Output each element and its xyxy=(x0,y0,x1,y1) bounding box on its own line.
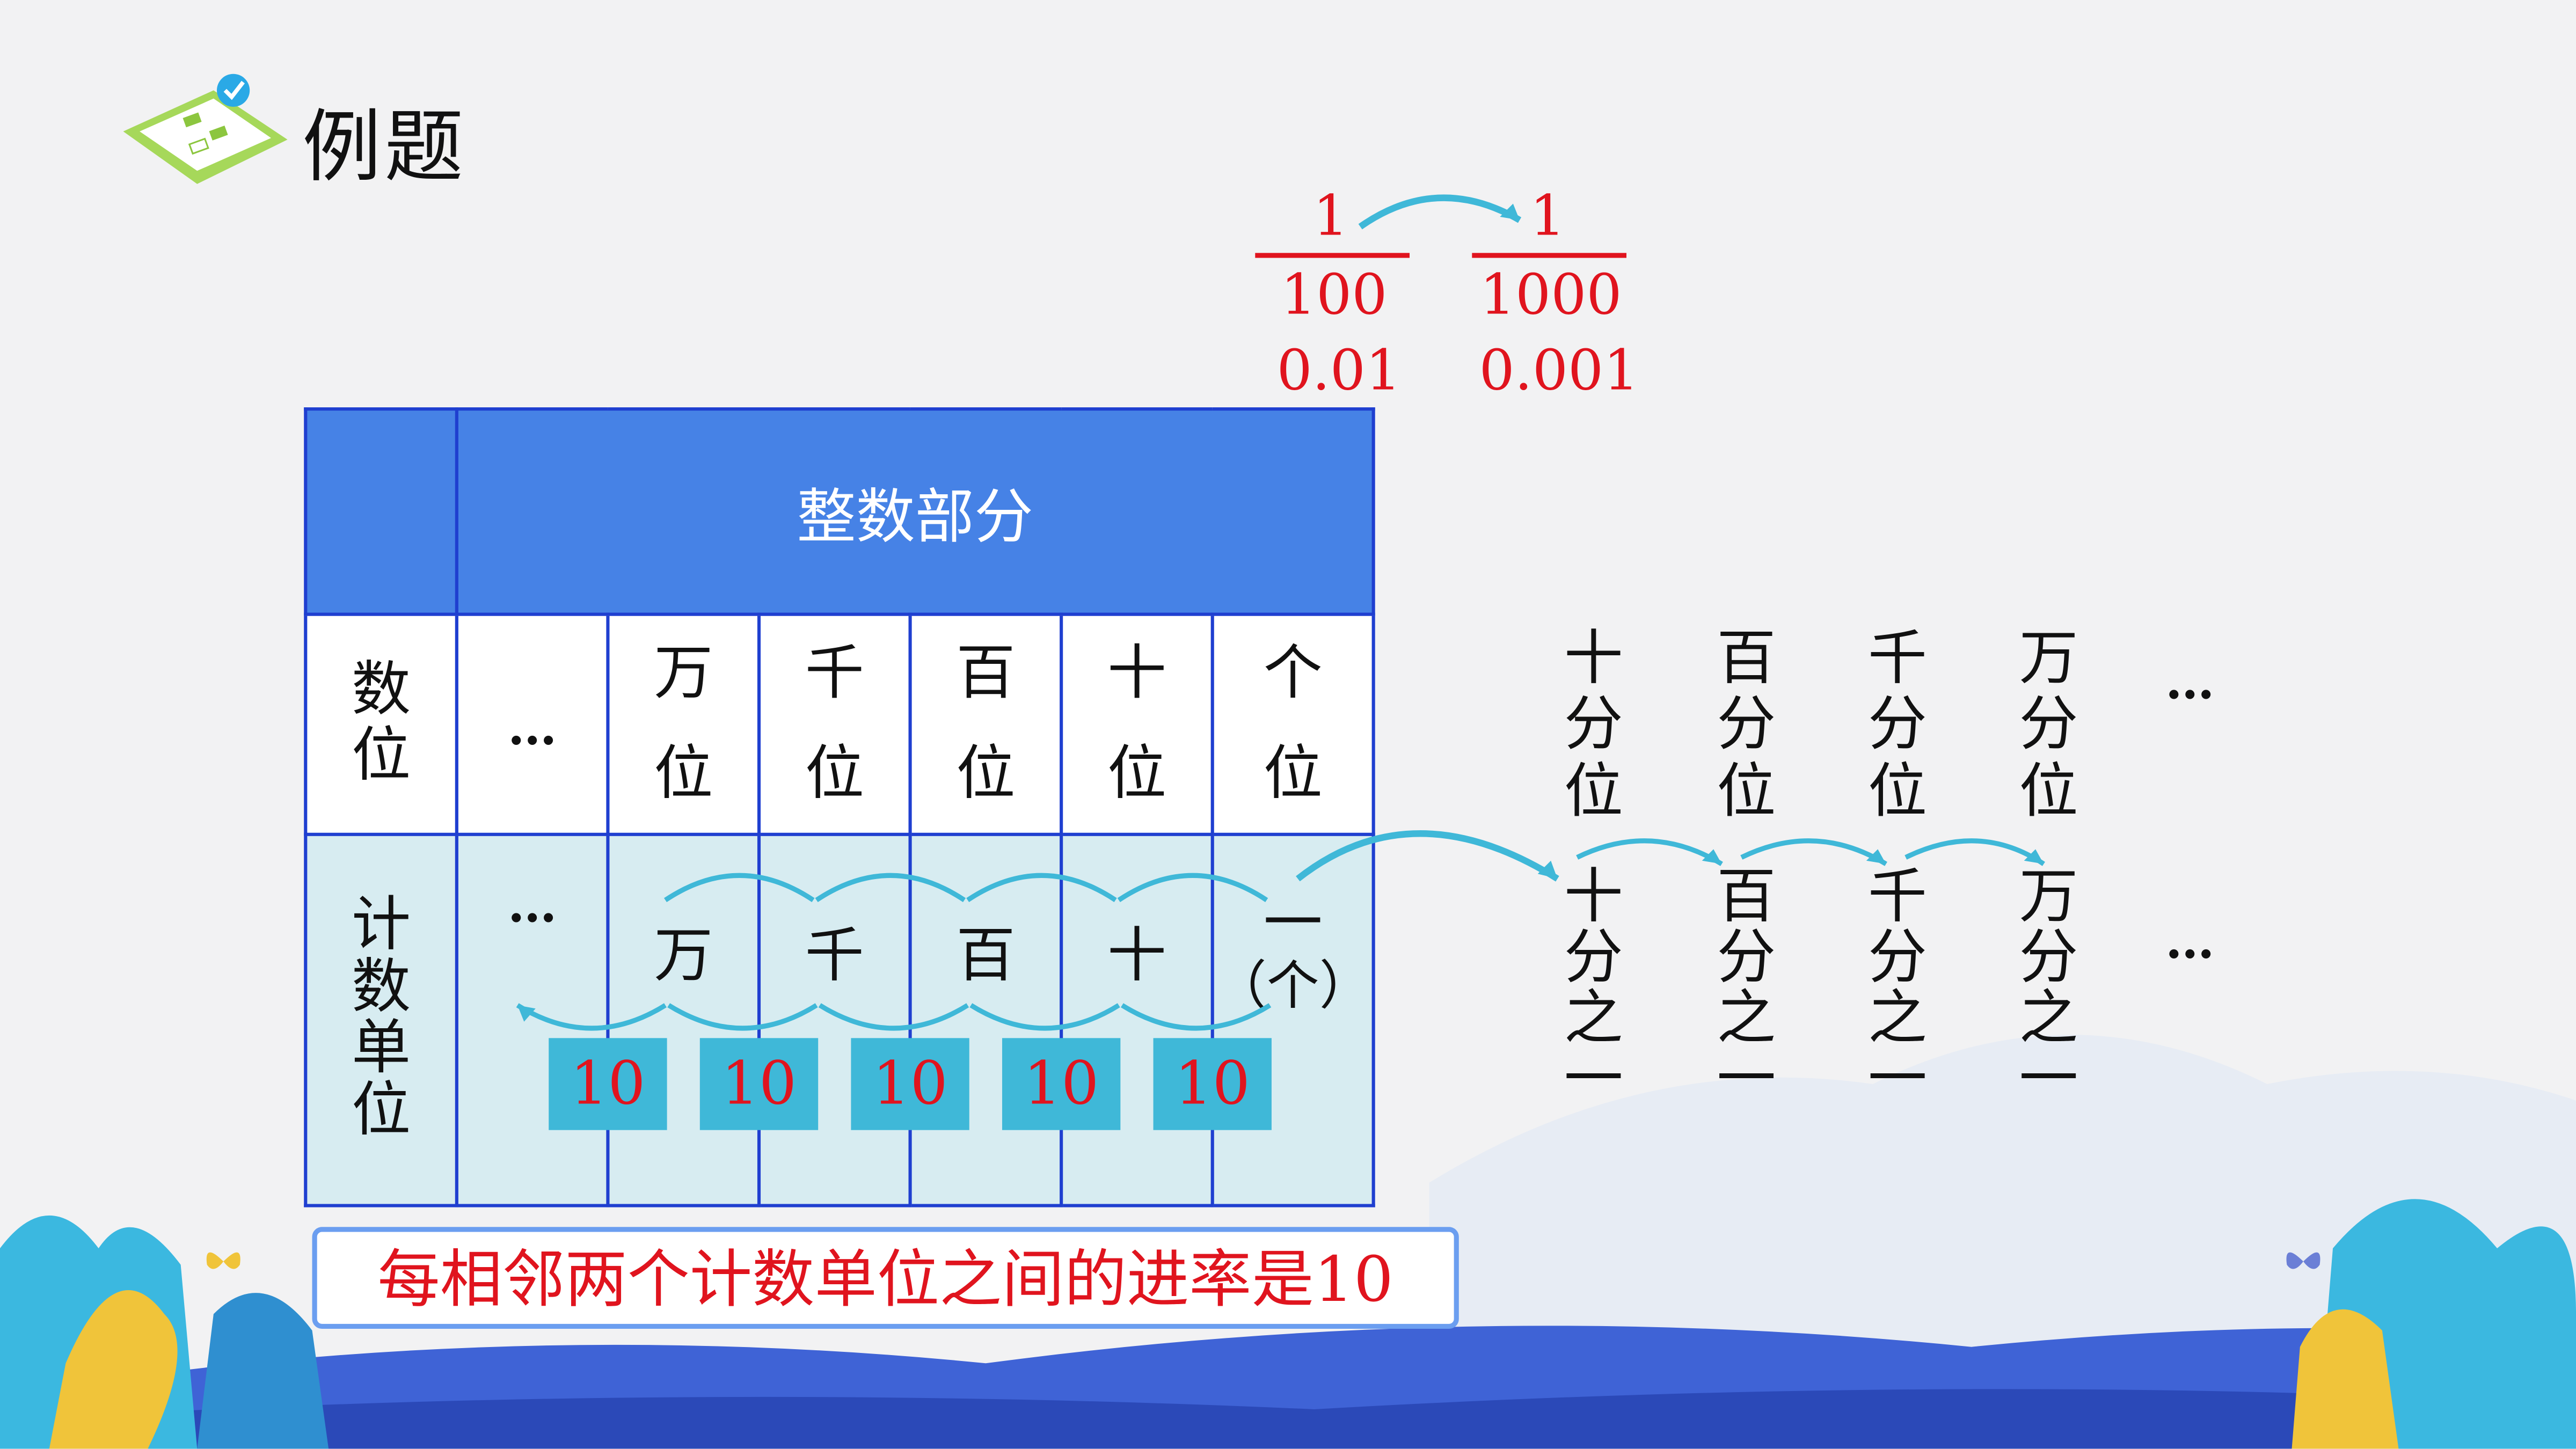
fraction-bar xyxy=(1472,253,1626,258)
place-label: 百位 xyxy=(956,640,1016,808)
worksheet-icon xyxy=(123,74,288,184)
decimal-unit: 千分之一 xyxy=(1867,863,1928,1114)
place-label: 万位 xyxy=(654,640,713,808)
decimal-place: 万分位 xyxy=(2019,626,2078,826)
rate-box: 10 xyxy=(549,1038,667,1130)
decimal-unit: 十分之一 xyxy=(1564,863,1623,1114)
unit-label: 万 xyxy=(654,923,713,991)
decimal-place: 千分位 xyxy=(1867,626,1928,826)
decimal-unit: 百分之一 xyxy=(1717,863,1776,1114)
summary-banner: 每相邻两个计数单位之间的进率是10 xyxy=(312,1227,1459,1329)
fraction-numerator: 1 xyxy=(1312,184,1349,250)
butterfly-icon xyxy=(2286,1252,2320,1269)
place-ellipsis: … xyxy=(455,612,610,836)
ellipsis-right-top: … xyxy=(2165,654,2216,712)
butterfly-icon xyxy=(206,1252,240,1269)
place-label: 个位 xyxy=(1263,640,1323,808)
decimal-value: 0.001 xyxy=(1479,338,1639,404)
ellipsis: … xyxy=(507,877,557,935)
unit-label: 十 xyxy=(1107,923,1167,991)
unit-label-sub: （个） xyxy=(1214,953,1372,1016)
fraction-bar xyxy=(1255,253,1410,258)
decimal-place: 百分位 xyxy=(1717,626,1776,826)
place-cell: 万位 xyxy=(606,612,761,836)
arrow-top xyxy=(1358,194,1522,230)
ellipsis: … xyxy=(507,699,557,757)
place-value-table: 整数部分 数位 … 万位 千位 百位 十位 个位 计数单位 … 万 千 百 十 … xyxy=(304,407,1375,1208)
place-label: 十位 xyxy=(1107,640,1167,808)
place-cell: 百位 xyxy=(908,612,1063,836)
rate-box: 10 xyxy=(699,1038,819,1130)
page-title: 例题 xyxy=(302,101,467,194)
unit-cell: 百 xyxy=(908,832,1063,1208)
unit-label: 一 xyxy=(1263,890,1323,958)
row-label-unit: 计数单位 xyxy=(304,832,458,1208)
row-label-text: 数位 xyxy=(351,657,411,790)
unit-label: 千 xyxy=(805,923,864,991)
row-label-text: 计数单位 xyxy=(351,891,411,1145)
decimal-unit: 万分之一 xyxy=(2019,863,2078,1114)
header-corner xyxy=(304,407,458,616)
decimal-value: 0.01 xyxy=(1276,338,1402,404)
place-cell: 千位 xyxy=(757,612,912,836)
place-cell: 十位 xyxy=(1060,612,1214,836)
decimal-place: 十分位 xyxy=(1564,626,1623,826)
unit-ellipsis: … xyxy=(455,832,610,1208)
unit-cell: 万 xyxy=(606,832,761,1208)
header-integer-part: 整数部分 xyxy=(455,407,1375,616)
unit-label: 百 xyxy=(956,923,1016,991)
rate-box: 10 xyxy=(1002,1038,1121,1130)
rate-box: 10 xyxy=(851,1038,969,1130)
ellipsis-right-bottom: … xyxy=(2165,913,2216,971)
rate-box: 10 xyxy=(1153,1038,1272,1130)
fraction-numerator: 1 xyxy=(1529,184,1566,250)
fraction-denominator: 1000 xyxy=(1479,262,1622,329)
place-cell: 个位 xyxy=(1210,612,1375,836)
place-label: 千位 xyxy=(805,640,864,808)
header-label: 整数部分 xyxy=(797,484,1034,551)
fraction-denominator: 100 xyxy=(1280,262,1388,329)
row-label-place: 数位 xyxy=(304,612,458,836)
